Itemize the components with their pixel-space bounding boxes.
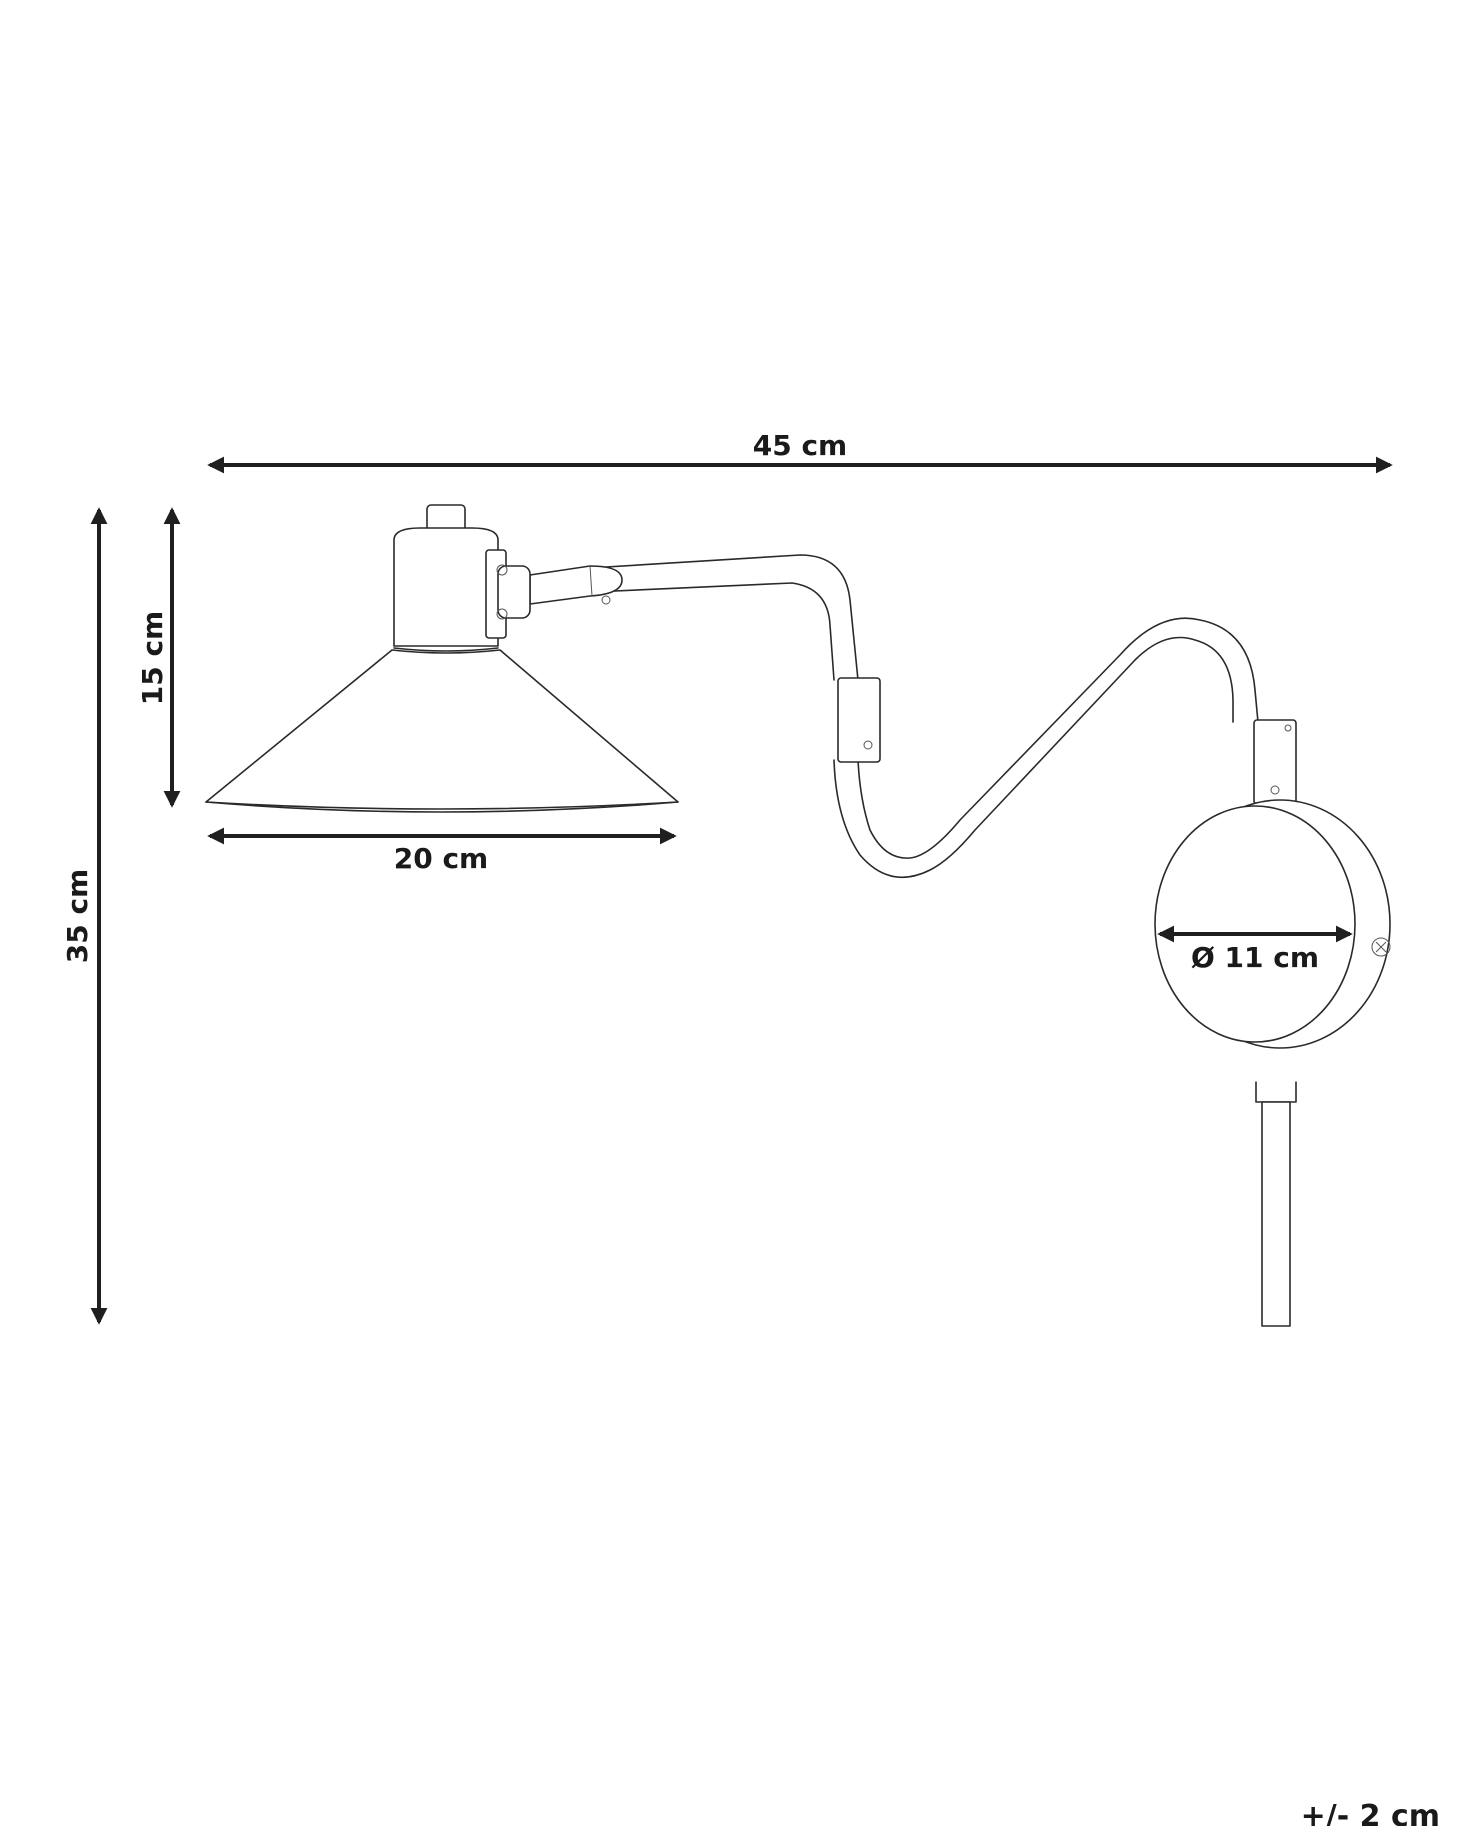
dimension-base-diameter: Ø 11 cm (1157, 925, 1353, 974)
lamp-illustration (205, 504, 1391, 1327)
tolerance-note: +/- 2 cm (1301, 1799, 1440, 1826)
dimension-overall-width: 45 cm (207, 429, 1393, 474)
lamp-wall-base (1154, 799, 1391, 1327)
dimension-shade-width: 20 cm (207, 827, 677, 875)
dim-label-15cm: 15 cm (136, 611, 169, 706)
dim-label-35cm: 35 cm (61, 869, 94, 964)
arm-sleeve-upper (529, 565, 623, 605)
dim-label-45cm: 45 cm (753, 429, 848, 462)
dimension-overall-height: 35 cm (61, 507, 108, 1325)
arm-joint-base (1253, 719, 1297, 805)
arm-joint-middle (837, 677, 881, 763)
lamp-arm (589, 554, 1259, 878)
dim-label-11cm: Ø 11 cm (1191, 941, 1319, 974)
dimension-shade-height: 15 cm (136, 507, 181, 808)
dim-label-20cm: 20 cm (394, 842, 489, 875)
lamp-shade (205, 504, 679, 813)
